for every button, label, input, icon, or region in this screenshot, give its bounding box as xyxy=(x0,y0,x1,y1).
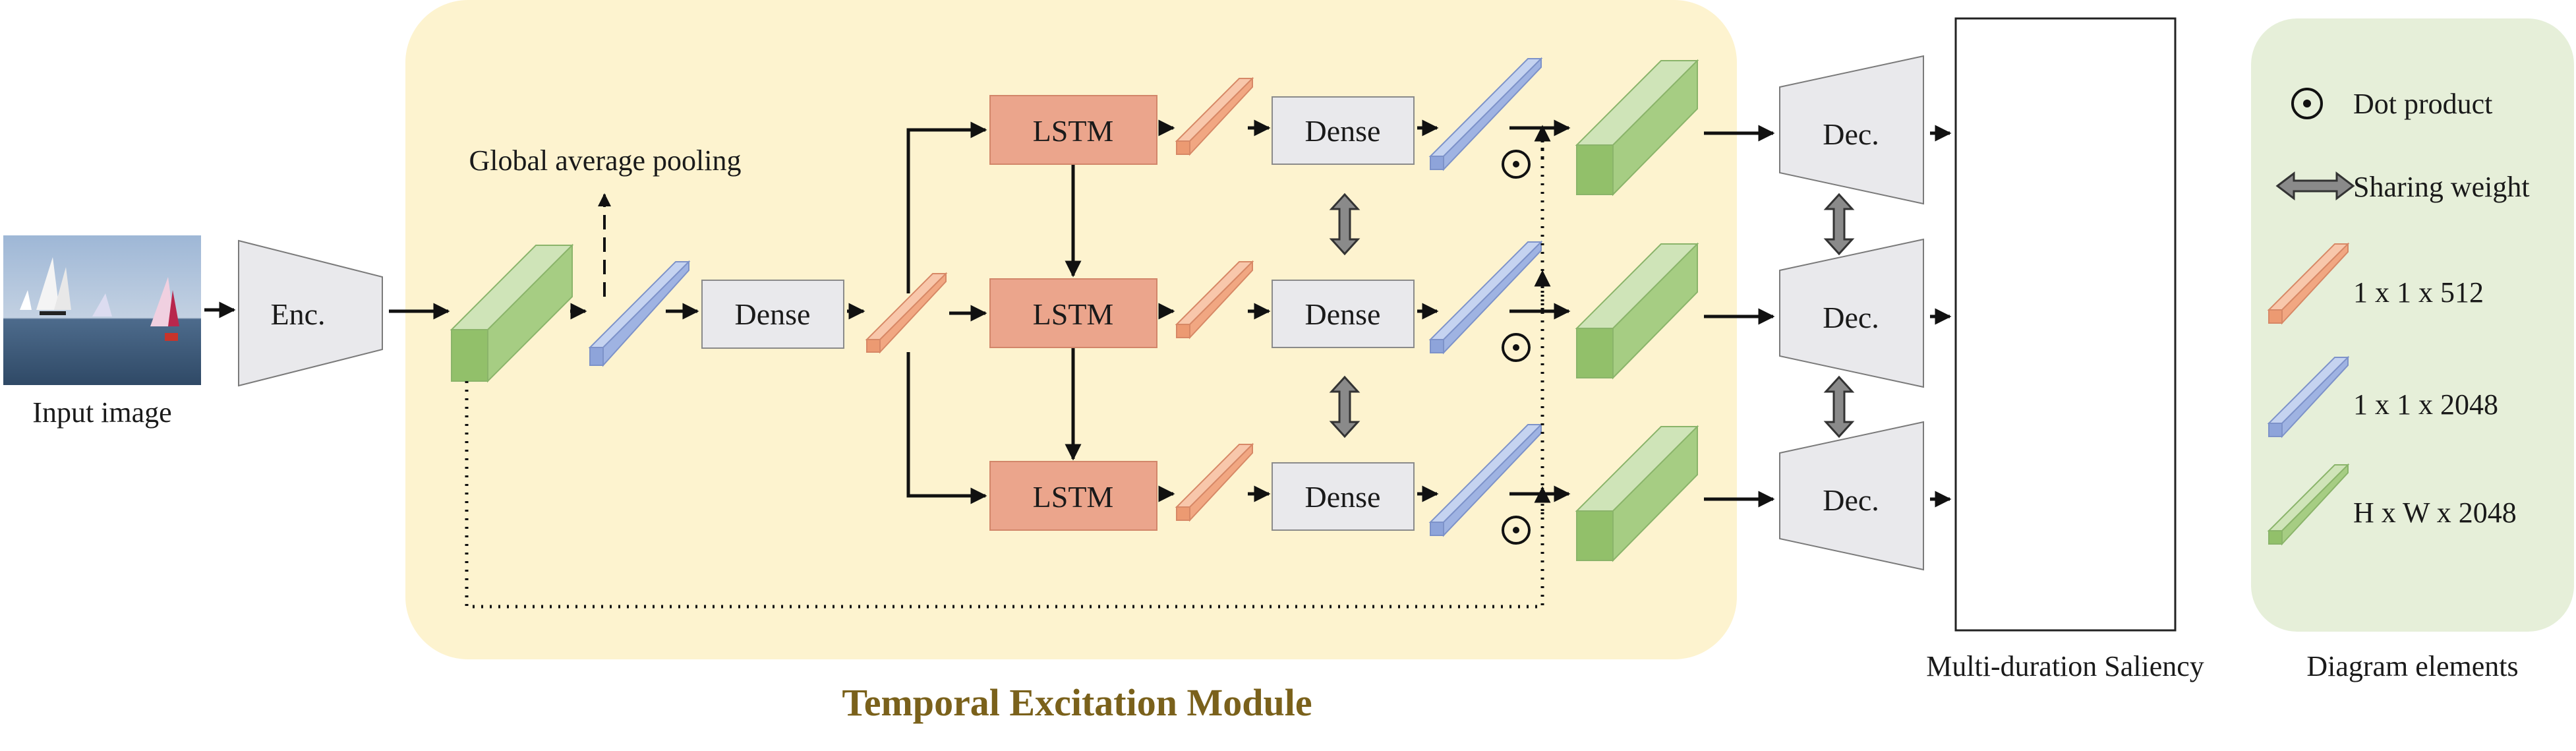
blue-vector-gap xyxy=(588,260,691,367)
legend-label-2048: 1 x 1 x 2048 xyxy=(2353,388,2498,421)
sharing-weight-dec-2-3 xyxy=(1823,375,1855,438)
dotted-skip-connection xyxy=(465,129,1544,609)
legend-caption: Diagram elements xyxy=(2306,650,2518,682)
saliency-caption: Multi-duration Saliency xyxy=(1926,650,2204,682)
encoder-block xyxy=(238,239,383,387)
input-image xyxy=(3,235,201,385)
dense-label-row-3: Dense xyxy=(1305,480,1381,514)
decoder-label-3: Dec. xyxy=(1823,483,1879,517)
dot-product-icon xyxy=(2291,88,2323,119)
branch-lstm3 xyxy=(906,352,987,504)
dense-block-first xyxy=(701,280,844,349)
dense-label-row-1: Dense xyxy=(1305,114,1381,148)
orange-vector-icon xyxy=(2267,242,2350,325)
legend-label-hw2048: H x W x 2048 xyxy=(2353,496,2517,529)
blue-vector-row-1 xyxy=(1428,57,1543,171)
blue-vector-row-2 xyxy=(1428,240,1543,355)
lstm-block-3 xyxy=(989,461,1157,531)
dot-product-icon-row-3 xyxy=(1502,516,1531,545)
lstm-block-2 xyxy=(989,278,1157,348)
gap-label: Global average pooling xyxy=(469,144,742,177)
green-tensor-row-1 xyxy=(1575,59,1699,196)
dense-label-row-2: Dense xyxy=(1305,297,1381,331)
lstm-label-3: LSTM xyxy=(1033,480,1114,514)
decoder-block-2 xyxy=(1779,238,1924,388)
dense-block-row-3 xyxy=(1272,462,1415,531)
legend-label-sharing-weight: Sharing weight xyxy=(2353,171,2530,203)
lstm-block-1 xyxy=(989,95,1157,165)
decoder-block-3 xyxy=(1779,421,1924,571)
dense-label-first: Dense xyxy=(735,297,811,331)
decoder-label-2: Dec. xyxy=(1823,301,1879,334)
input-image-caption: Input image xyxy=(32,396,171,429)
sharing-weight-dec-1-2 xyxy=(1823,193,1855,256)
dense-block-row-2 xyxy=(1272,280,1415,348)
double-arrow-icon xyxy=(2275,171,2355,201)
encoder-label: Enc. xyxy=(270,297,325,331)
green-tensor-row-2 xyxy=(1575,242,1699,380)
sharing-weight-dense-1-2 xyxy=(1329,193,1361,256)
legend-label-dot-product: Dot product xyxy=(2353,88,2492,120)
dense-block-row-1 xyxy=(1272,96,1415,165)
green-tensor-icon xyxy=(2267,463,2350,546)
orange-vector-row-1 xyxy=(1175,76,1254,156)
lstm-label-2: LSTM xyxy=(1033,297,1114,331)
orange-vector-first xyxy=(865,272,948,354)
saliency-frame xyxy=(1954,17,2177,632)
sharing-weight-dense-2-3 xyxy=(1329,375,1361,438)
dot-product-icon-row-2 xyxy=(1502,333,1531,362)
module-title: Temporal Excitation Module xyxy=(842,681,1312,724)
green-tensor-row-3 xyxy=(1575,425,1699,562)
lstm-label-1: LSTM xyxy=(1033,114,1114,148)
blue-vector-icon xyxy=(2267,355,2350,438)
decoder-block-1 xyxy=(1779,55,1924,205)
decoder-label-1: Dec. xyxy=(1823,117,1879,151)
blue-vector-row-3 xyxy=(1428,423,1543,537)
dot-product-icon-row-1 xyxy=(1502,150,1531,179)
legend-label-512: 1 x 1 x 512 xyxy=(2353,276,2484,309)
orange-vector-row-2 xyxy=(1175,260,1254,340)
orange-vector-row-3 xyxy=(1175,442,1254,522)
green-tensor-encoder xyxy=(450,243,574,383)
branch-lstm1 xyxy=(906,121,987,293)
